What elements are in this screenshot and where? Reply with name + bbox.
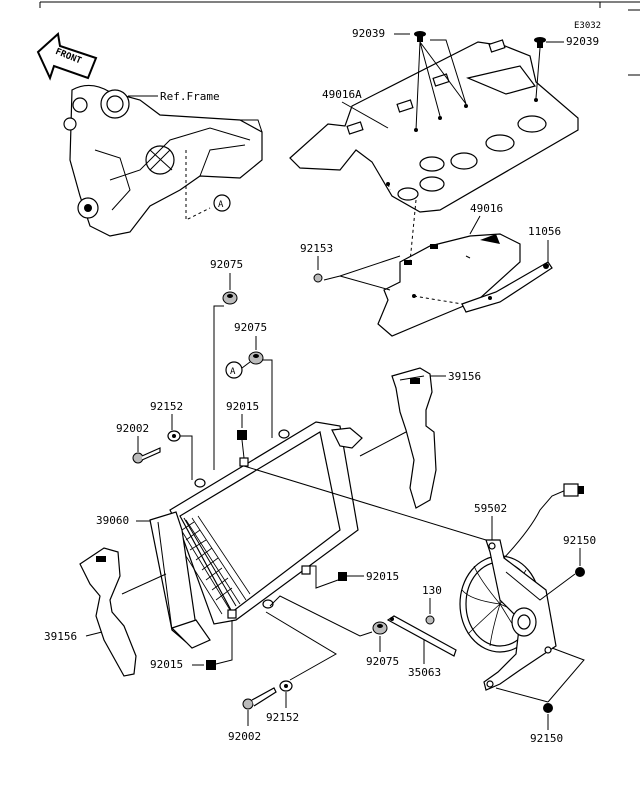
label-92015-bottom: 92015 [150,658,183,671]
label-92015-top: 92015 [226,400,259,413]
label-49016A: 49016A [322,88,362,101]
clip-92039-left [414,31,426,42]
label-92002-bottom: 92002 [228,730,261,743]
label-39060: 39060 [96,514,129,527]
label-92075-top: 92075 [210,258,243,271]
label-92075-mid: 92075 [234,321,267,334]
label-39156-left: 39156 [44,630,77,643]
bolt-92150-top [575,567,585,577]
label-92039-right: 92039 [566,35,599,48]
label-92153: 92153 [300,242,333,255]
bolt-92002-bottom [242,687,277,710]
callout-a-top: A [213,194,231,212]
label-92002-top: 92002 [116,422,149,435]
callout-a-mid: A [225,361,243,379]
svg-text:A: A [218,200,224,210]
washer-92152-top [167,430,181,442]
label-130: 130 [422,584,442,597]
label-59502: 59502 [474,502,507,515]
label-92150-bottom: 92150 [530,732,563,745]
grommet-92075-bottom [372,621,388,635]
label-49016: 49016 [470,202,503,215]
shroud-39156-right [391,367,437,509]
bolt-92153 [313,273,323,283]
label-92075-bottom: 92075 [366,655,399,668]
washer-92152-bottom [279,680,293,692]
label-35063: 35063 [408,666,441,679]
clip-92039-right [534,37,546,48]
label-92039-left: 92039 [352,27,385,40]
grommet-92075-mid [248,351,264,365]
nut-92015-top [237,430,247,440]
bolt-92150-bottom [543,703,553,713]
nut-92015-bottom [206,660,216,670]
cover-49016 [377,233,521,337]
label-92152-bottom: 92152 [266,711,299,724]
label-92150-top: 92150 [563,534,596,547]
grommet-92075-top [222,291,238,305]
nut-92015-mid [338,572,347,581]
fan-59502 [459,483,584,691]
shroud-39156-left [79,547,137,677]
cover-49016A [289,39,579,213]
bracket-11056 [461,261,553,313]
svg-text:A: A [230,367,236,377]
ref-frame-label: Ref.Frame [160,90,220,103]
bolt-130 [425,615,435,625]
label-92152-top: 92152 [150,400,183,413]
bolt-92002-top [132,447,161,464]
frame-ref-drawing [63,84,263,237]
front-arrow-icon: FRONT [36,32,98,81]
diagram-code: E3032 [574,21,601,31]
label-92015-mid: 92015 [366,570,399,583]
bracket-35063 [386,615,457,657]
label-39156-right: 39156 [448,370,481,383]
radiator-39060 [149,421,363,649]
label-11056: 11056 [528,225,561,238]
